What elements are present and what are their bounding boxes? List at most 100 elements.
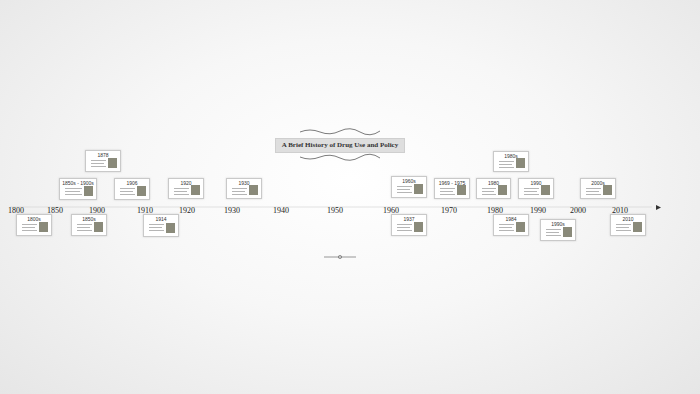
event-card: 1937 (391, 214, 427, 236)
event-card: 2000s (580, 178, 616, 199)
text-line (77, 224, 92, 225)
year-label: 1920 (179, 206, 195, 215)
event-year: 1850s - 1900s (62, 180, 94, 186)
text-line (397, 192, 412, 193)
text-line (482, 191, 494, 192)
text-line (232, 191, 245, 192)
text-line (440, 194, 455, 195)
event-year: 1980s (496, 153, 526, 159)
event-year: 1850s (74, 216, 104, 222)
card-image (84, 186, 93, 196)
text-line (91, 163, 104, 164)
card-image (563, 227, 572, 237)
ornament (324, 257, 356, 258)
text-line (586, 191, 599, 192)
flourish-top (300, 129, 380, 135)
text-line (586, 194, 601, 195)
text-line (616, 227, 629, 228)
text-line (499, 161, 514, 162)
text-line (616, 230, 631, 231)
text-line (440, 188, 455, 189)
text-line (174, 191, 187, 192)
event-year: 1984 (496, 216, 526, 222)
ornament-dot (338, 255, 341, 258)
event-year: 1878 (88, 152, 118, 158)
event-year: 1990s (543, 221, 573, 227)
card-image (94, 222, 103, 232)
event-card: 1990 (518, 178, 554, 199)
axis-arrow (656, 205, 661, 210)
event-year: 1906 (117, 180, 147, 186)
card-image (603, 185, 612, 195)
event-card: 1920 (168, 178, 204, 199)
event-card: 1850s (71, 214, 107, 236)
card-image (108, 158, 117, 168)
year-label: 1940 (273, 206, 289, 215)
text-line (65, 191, 80, 192)
title-box: A Brief History of Drug Use and Policy (275, 138, 405, 153)
event-card: 1906 (114, 178, 150, 200)
text-line (174, 188, 189, 189)
card-image (498, 185, 507, 195)
card-image (516, 222, 525, 232)
event-card: 1969 - 1975 (434, 178, 470, 199)
event-card: 1850s - 1900s (59, 178, 97, 200)
year-label: 1850 (47, 206, 63, 215)
event-year: 1990 (521, 180, 551, 186)
text-line (77, 227, 90, 228)
text-line (482, 188, 496, 189)
text-line (499, 224, 514, 225)
text-line (120, 194, 135, 195)
text-line (524, 188, 539, 189)
text-line (397, 230, 412, 231)
event-card: 1990s (540, 219, 576, 241)
year-label: 1980 (487, 206, 503, 215)
text-line (616, 224, 631, 225)
card-image (249, 185, 258, 195)
text-line (546, 235, 561, 236)
text-line (65, 194, 82, 195)
event-card: 2010 (610, 214, 646, 236)
year-label: 1970 (441, 206, 457, 215)
card-image (457, 185, 466, 195)
year-label: 1990 (530, 206, 546, 215)
text-line (149, 224, 164, 225)
event-card: 1800s (16, 214, 52, 236)
card-image (191, 185, 200, 195)
card-image (516, 158, 525, 168)
text-line (546, 232, 559, 233)
event-year: 1969 - 1975 (437, 180, 467, 186)
text-line (499, 230, 514, 231)
event-year: 1937 (394, 216, 424, 222)
card-image (633, 222, 642, 232)
text-line (174, 194, 189, 195)
card-image (414, 222, 423, 232)
year-label: 1950 (327, 206, 343, 215)
text-line (499, 167, 514, 168)
text-line (22, 224, 37, 225)
text-line (91, 166, 106, 167)
year-label: 1930 (224, 206, 240, 215)
flourish-bottom (300, 154, 380, 160)
text-line (120, 188, 135, 189)
year-label: 1910 (137, 206, 153, 215)
text-line (440, 191, 453, 192)
event-card: 1878 (85, 150, 121, 172)
event-card: 1960s (391, 176, 427, 198)
text-line (524, 194, 539, 195)
event-year: 1800s (19, 216, 49, 222)
year-label: 2010 (612, 206, 628, 215)
event-card: 1914 (143, 214, 179, 237)
text-line (22, 230, 37, 231)
text-line (397, 227, 410, 228)
event-year: 1930 (229, 180, 259, 186)
text-line (77, 230, 92, 231)
text-line (149, 227, 162, 228)
card-image (166, 223, 175, 233)
text-line (397, 224, 412, 225)
text-line (91, 160, 106, 161)
text-line (232, 188, 247, 189)
text-line (232, 194, 247, 195)
text-line (499, 227, 512, 228)
title-text: A Brief History of Drug Use and Policy (282, 141, 398, 150)
